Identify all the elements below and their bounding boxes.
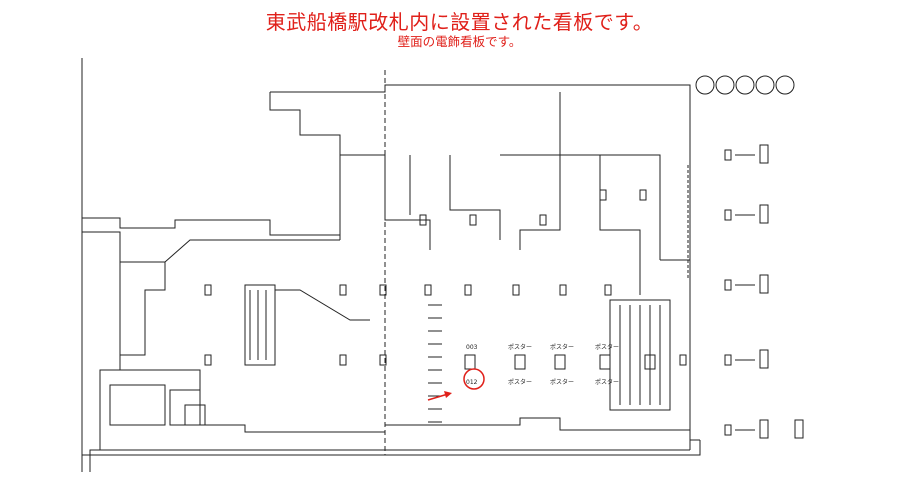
highlight-arrow-shaft [427,393,449,401]
label-stall-4: ポスター [550,378,574,386]
label-stall-1: ポスター [508,343,532,351]
label-stall-5: ポスター [595,343,619,351]
highlight-circle [463,368,485,390]
label-stall-3: ポスター [550,343,574,351]
highlight-marker [427,368,485,401]
plan-labels: 003 012 ポスター ポスター ポスター ポスター ポスター ポスター [466,343,619,386]
label-post-a: 003 [466,344,478,351]
label-post-b: 012 [466,379,478,386]
plan-walls [81,58,701,472]
label-stall-2: ポスター [508,378,532,386]
platform-items [687,75,804,439]
highlight-arrow-head [444,391,452,398]
ticket-gates [428,304,442,423]
page-subtitle: 壁面の電飾看板です。 [397,34,522,49]
label-stall-6: ポスター [595,378,619,386]
page-title: 東武船橋駅改札内に設置された看板です。 [265,10,654,34]
pillars [204,189,687,370]
